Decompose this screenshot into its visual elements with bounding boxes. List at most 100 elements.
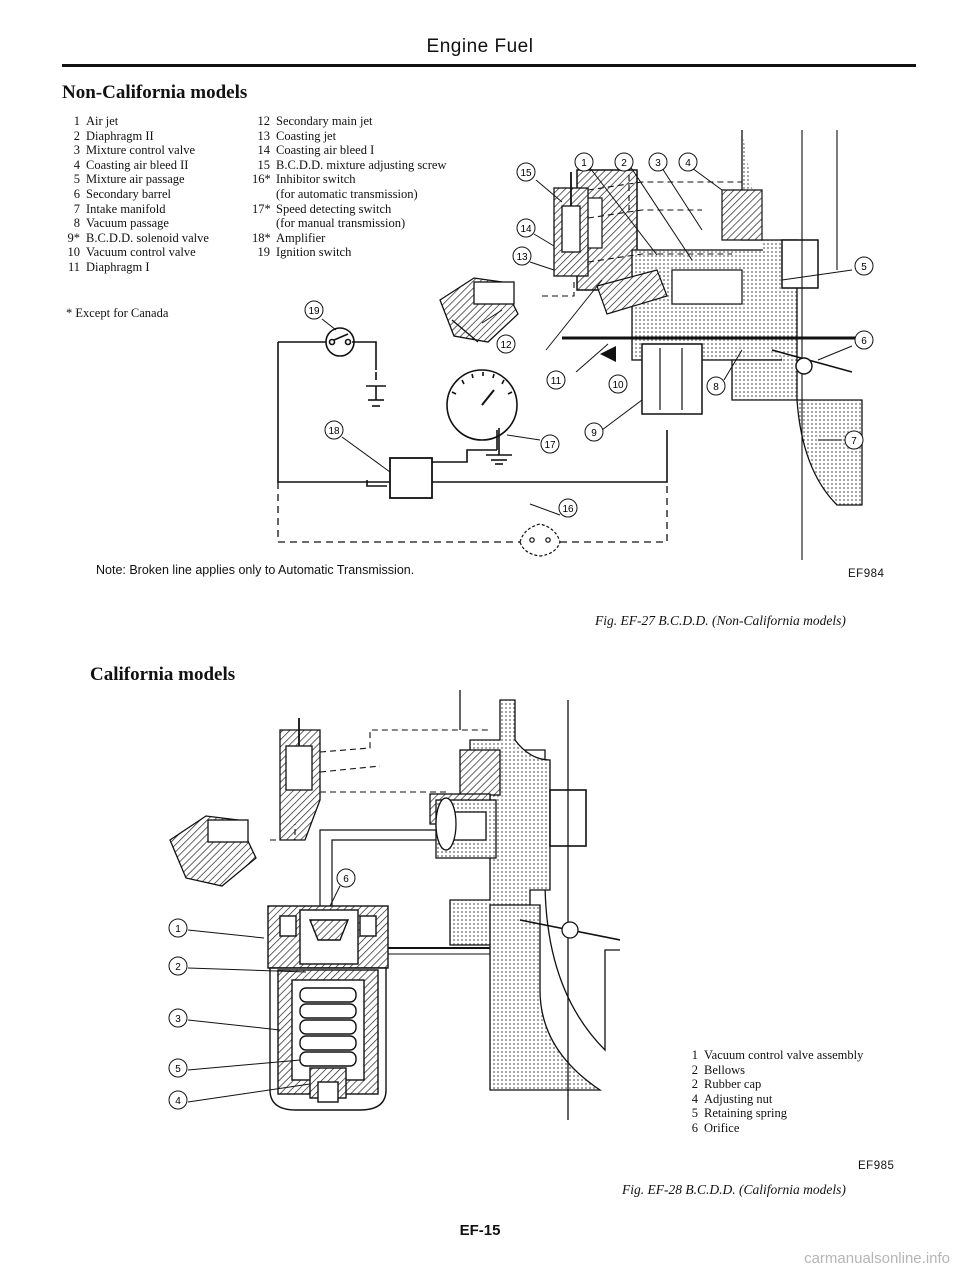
callout-17: 17 (540, 434, 560, 454)
svg-text:18: 18 (328, 426, 340, 437)
amplifier-box (389, 457, 433, 499)
callout-13: 13 (512, 246, 532, 266)
broken-line-note: Note: Broken line applies only to Automa… (96, 563, 415, 577)
fig27-code: EF984 (848, 568, 885, 580)
svg-text:14: 14 (520, 224, 532, 235)
svg-text:1: 1 (175, 924, 181, 935)
secondary-main-jet-assembly (439, 277, 519, 343)
legend-item: 16*Inhibitor switch (252, 172, 356, 187)
bellows (299, 987, 357, 1103)
california-heading: California models (90, 664, 236, 685)
callout-5: 5 (168, 1058, 188, 1078)
jet-block (279, 718, 321, 841)
svg-text:1: 1 (581, 158, 587, 169)
svg-text:15: 15 (520, 168, 532, 179)
callout-16: 16 (558, 498, 578, 518)
fig27-diagram: 19 18 17 16 12 11 10 9 8 15 14 13 1 2 3 … (277, 130, 874, 560)
legend-item-sub: (for automatic transmission) (276, 186, 418, 201)
svg-text:7: 7 (851, 436, 857, 447)
non-california-heading: Non-California models (62, 82, 248, 103)
svg-text:5: 5 (861, 262, 867, 273)
callout-6: 6 (336, 868, 356, 888)
svg-text:8: 8 (713, 382, 719, 393)
svg-text:2: 2 (621, 158, 627, 169)
fig27-caption: Fig. EF-27 B.C.D.D. (Non-California mode… (595, 613, 846, 628)
callout-8: 8 (706, 376, 726, 396)
svg-text:13: 13 (516, 252, 528, 263)
legend-item: 17*Speed detecting switch (252, 201, 392, 216)
svg-text:4: 4 (685, 158, 691, 169)
callout-12: 12 (496, 334, 516, 354)
broken-line-circuit (277, 482, 668, 543)
watermark: carmanualsonline.info (804, 1250, 950, 1267)
page-header-title: Engine Fuel (426, 36, 534, 57)
callout-2: 2 (168, 956, 188, 976)
callout-5: 5 (854, 256, 874, 276)
callout-4: 4 (168, 1090, 188, 1110)
ignition-switch-symbol (325, 327, 355, 357)
legend-item-sub: (for manual transmission) (276, 216, 406, 231)
callout-15: 15 (516, 162, 536, 182)
svg-text:3: 3 (175, 1014, 181, 1025)
callout-9: 9 (584, 422, 604, 442)
svg-text:12: 12 (500, 340, 512, 351)
diaphragm-chamber (435, 797, 497, 859)
nozzle (169, 815, 257, 887)
callout-3: 3 (648, 152, 668, 172)
svg-text:10: 10 (612, 380, 624, 391)
footnote: * Except for Canada (66, 306, 169, 320)
callout-11: 11 (546, 370, 566, 390)
speed-detecting-switch-gauge (446, 369, 518, 441)
svg-text:17: 17 (544, 440, 556, 451)
callout-19: 19 (304, 300, 324, 320)
svg-text:2: 2 (175, 962, 181, 973)
vacuum-control-valve (267, 905, 389, 1111)
svg-text:5: 5 (175, 1064, 181, 1075)
flow-arrow (600, 346, 616, 362)
svg-text:16: 16 (562, 504, 574, 515)
callout-1: 1 (574, 152, 594, 172)
callout-18: 18 (324, 420, 344, 440)
legend-item: 9*B.C.D.D. solenoid valve (67, 230, 209, 245)
svg-text:19: 19 (308, 306, 320, 317)
svg-text:9: 9 (591, 428, 597, 439)
page-number: EF-15 (459, 1222, 501, 1239)
callout-4: 4 (678, 152, 698, 172)
header-rule (62, 64, 916, 67)
callout-10: 10 (608, 374, 628, 394)
carburetor-assembly (429, 690, 620, 1120)
callout-3: 3 (168, 1008, 188, 1028)
svg-text:6: 6 (343, 874, 349, 885)
svg-text:11: 11 (551, 376, 562, 387)
fig28-caption: Fig. EF-28 B.C.D.D. (California models) (622, 1182, 846, 1197)
fig28-diagram: 1 2 3 5 4 6 (168, 690, 620, 1120)
inhibitor-switch-symbol (519, 523, 561, 557)
callout-2: 2 (614, 152, 634, 172)
svg-text:4: 4 (175, 1096, 181, 1107)
callout-1: 1 (168, 918, 188, 938)
